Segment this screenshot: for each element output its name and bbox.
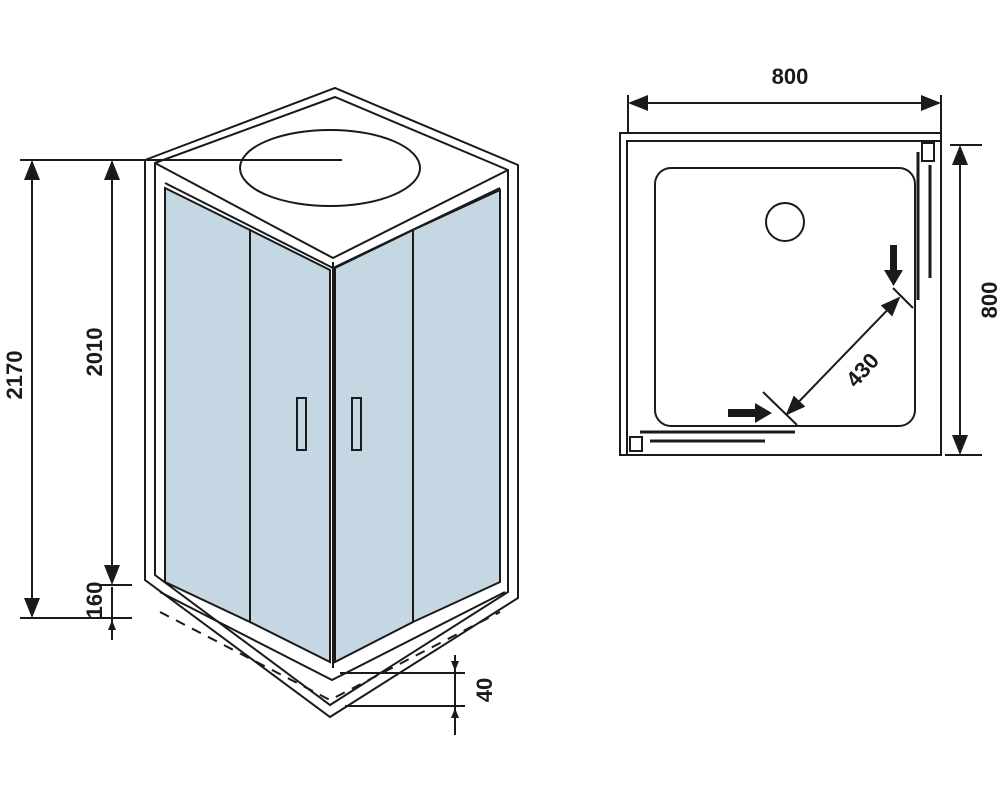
dimension-line-door-opening bbox=[785, 296, 901, 416]
plan-wall-line bbox=[626, 140, 941, 455]
door-slide-arrow-icon bbox=[884, 245, 903, 286]
roof-front-edge bbox=[154, 162, 509, 260]
glass-door-left bbox=[249, 228, 331, 664]
dimension-label-tray-height: 160 bbox=[82, 582, 107, 619]
glass-door-right bbox=[334, 228, 414, 664]
arrow-icon bbox=[451, 661, 459, 671]
dimension-label-width: 800 bbox=[772, 64, 809, 89]
dimension-label-total-height: 2170 bbox=[2, 351, 27, 400]
dimension-label-door-opening: 430 bbox=[841, 348, 884, 392]
drain-icon bbox=[765, 202, 805, 242]
shower-tray bbox=[654, 167, 916, 427]
plan-outer-frame bbox=[619, 132, 942, 456]
arrow-icon bbox=[451, 708, 459, 718]
tray-top-edge bbox=[159, 591, 506, 682]
elevation-view: 2170 2010 160 40 bbox=[2, 86, 519, 735]
rail-bracket bbox=[921, 142, 935, 162]
cabin-outer-outline bbox=[144, 86, 519, 719]
door-handle-right bbox=[351, 397, 362, 451]
dimension-label-depth: 800 bbox=[977, 282, 1000, 319]
door-edge-marker bbox=[762, 391, 798, 426]
rain-shower-head bbox=[239, 129, 421, 207]
arrow-icon bbox=[108, 620, 116, 630]
cabin-inner-outline bbox=[154, 95, 509, 707]
glass-panel-left-fixed bbox=[164, 186, 251, 624]
door-handle-left bbox=[296, 397, 307, 451]
door-edge-marker bbox=[892, 287, 914, 309]
plan-view: 430 800 800 bbox=[619, 64, 1000, 456]
dimension-label-tray-step: 40 bbox=[472, 678, 497, 702]
tray-dashed-base bbox=[159, 611, 501, 702]
glass-panel-right-fixed bbox=[412, 188, 501, 624]
door-slide-arrow-icon bbox=[728, 403, 772, 423]
rail-bracket bbox=[629, 436, 643, 452]
dimension-label-cabin-height: 2010 bbox=[82, 328, 107, 377]
